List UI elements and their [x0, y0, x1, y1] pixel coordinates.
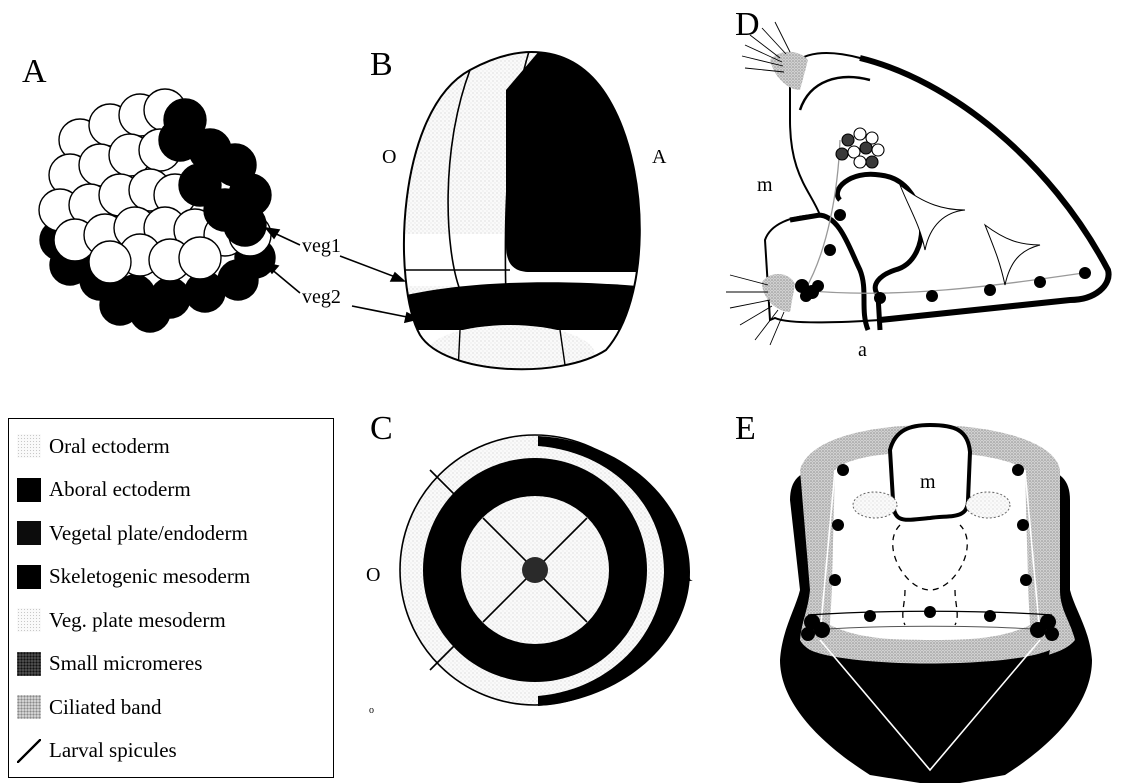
panel-e-larva — [780, 425, 1092, 783]
panel-b-fate-map — [380, 40, 660, 390]
blastomere — [164, 99, 206, 141]
legend-swatch — [17, 652, 41, 676]
legend-swatch — [17, 739, 41, 763]
legend-item: Veg. plate mesoderm — [17, 605, 226, 635]
legend-swatch — [17, 478, 41, 502]
legend-swatch — [17, 608, 41, 632]
legend-label: Oral ectoderm — [49, 436, 170, 457]
legend-label: Veg. plate mesoderm — [49, 610, 226, 631]
mouth-label-d: m — [757, 174, 773, 196]
blastomere — [89, 241, 131, 283]
legend-label: Small micromeres — [49, 653, 202, 674]
anus-label: a — [858, 339, 867, 361]
aboral-side-label-b: A — [652, 146, 667, 168]
panel-c-vegetal-view — [400, 435, 690, 706]
legend-label: Aboral ectoderm — [49, 479, 191, 500]
legend-swatch — [17, 434, 41, 458]
legend-swatch — [17, 565, 41, 589]
legend-label: Larval spicules — [49, 740, 177, 761]
blastomere — [179, 237, 221, 279]
legend-item: Larval spicules — [17, 736, 177, 766]
legend-swatch — [17, 521, 41, 545]
legend-item: Aboral ectoderm — [17, 475, 191, 505]
legend-item: Oral ectoderm — [17, 431, 170, 461]
legend-item: Skeletogenic mesoderm — [17, 562, 250, 592]
veg-arrows — [265, 228, 418, 322]
legend-swatch — [17, 695, 41, 719]
legend-item: Ciliated band — [17, 692, 162, 722]
oral-side-label-c: O — [366, 564, 380, 586]
mouth-label-e: m — [920, 471, 936, 493]
blastomere — [204, 189, 246, 231]
legend-item: Vegetal plate/endoderm — [17, 518, 248, 548]
blastomere — [100, 285, 140, 325]
aboral-side-label-c: A — [678, 564, 693, 586]
oral-side-label-b: O — [382, 146, 396, 168]
panel-d-larva — [726, 22, 1109, 345]
legend-label: Skeletogenic mesoderm — [49, 566, 250, 587]
panel-a-embryo — [39, 89, 275, 332]
legend-label: Ciliated band — [49, 697, 162, 718]
small-mark: o — [369, 705, 374, 716]
veg2-label: veg2 — [302, 286, 341, 308]
legend-item: Small micromeres — [17, 649, 202, 679]
veg1-label: veg1 — [302, 235, 341, 257]
legend-label: Vegetal plate/endoderm — [49, 523, 248, 544]
